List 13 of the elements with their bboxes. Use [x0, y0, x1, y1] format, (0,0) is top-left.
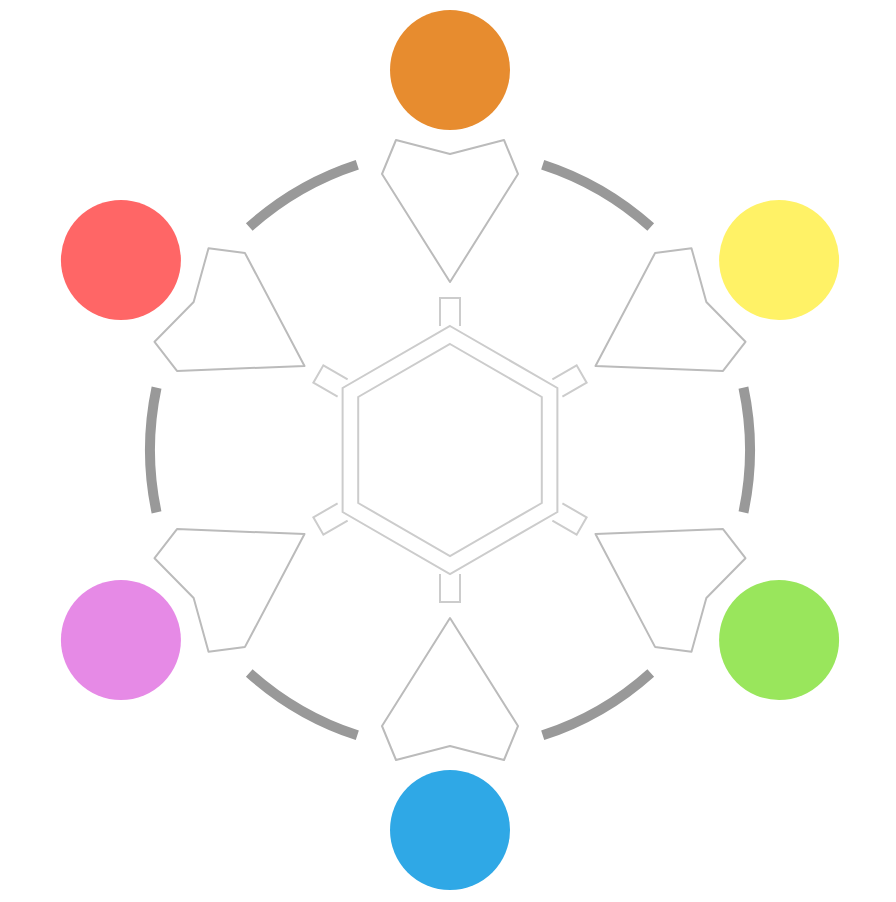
pointer-shape	[153, 247, 306, 372]
circle-marker	[60, 580, 181, 700]
pointer-shape	[594, 528, 747, 653]
circle-marker	[390, 10, 510, 130]
circle-marker	[390, 770, 510, 890]
hexagon-frame	[312, 297, 588, 603]
circle-marker	[719, 200, 840, 320]
pointer-shape	[381, 139, 519, 283]
circle-marker	[60, 200, 181, 320]
pointer-shape	[153, 528, 306, 653]
pointer-shape	[594, 247, 747, 372]
circle-marker	[719, 580, 840, 700]
pointer-shape	[381, 617, 519, 761]
